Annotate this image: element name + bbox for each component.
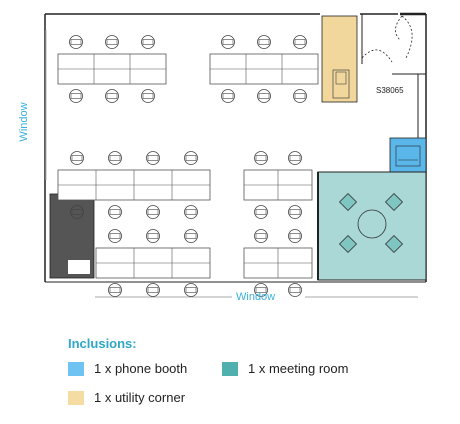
chair <box>141 89 155 103</box>
chair <box>257 89 271 103</box>
chair <box>221 35 235 49</box>
meeting-table <box>357 209 387 239</box>
meeting-room <box>317 171 427 281</box>
chair <box>288 283 302 297</box>
chair <box>257 35 271 49</box>
chair <box>105 89 119 103</box>
chair <box>70 205 84 219</box>
chair <box>69 35 83 49</box>
legend-swatch-meeting-room <box>222 361 238 376</box>
legend-swatch-phone-booth <box>68 361 84 376</box>
chair <box>69 89 83 103</box>
chair <box>184 151 198 165</box>
chair <box>70 151 84 165</box>
window-label-bottom: Window <box>236 291 276 303</box>
chair <box>184 283 198 297</box>
desk-clusters <box>57 35 319 297</box>
chair <box>254 151 268 165</box>
legend-label-utility-corner: 1 x utility corner <box>94 390 186 405</box>
window-label-left: Window <box>18 102 30 142</box>
utility-corner <box>321 15 358 103</box>
legend-swatch-utility-corner <box>68 390 84 405</box>
chair <box>141 35 155 49</box>
chair <box>288 205 302 219</box>
chair <box>254 205 268 219</box>
window-markers <box>45 30 418 298</box>
chair <box>108 229 122 243</box>
chair <box>108 283 122 297</box>
chair <box>288 229 302 243</box>
chair <box>146 205 160 219</box>
legend-title: Inclusions: <box>68 336 137 351</box>
legend-item-meeting-room: 1 x meeting room <box>222 361 348 376</box>
room-code-label: S38065 <box>376 86 404 95</box>
legend-label-phone-booth: 1 x phone booth <box>94 361 188 376</box>
phone-booth <box>389 137 427 173</box>
meeting-chairs <box>338 192 404 254</box>
chair <box>108 151 122 165</box>
chair <box>221 89 235 103</box>
chair <box>293 89 307 103</box>
chair <box>146 151 160 165</box>
chair <box>184 205 198 219</box>
chair <box>184 229 198 243</box>
chair <box>108 205 122 219</box>
legend-item-phone-booth: 1 x phone booth <box>68 361 187 376</box>
chair <box>146 229 160 243</box>
floor-plan <box>44 12 427 298</box>
chair <box>288 151 302 165</box>
chair <box>105 35 119 49</box>
chair <box>254 229 268 243</box>
chair <box>146 283 160 297</box>
storage-block <box>49 193 95 279</box>
chair <box>293 35 307 49</box>
chair <box>254 283 268 297</box>
legend-label-meeting-room: 1 x meeting room <box>248 361 349 376</box>
legend-item-utility-corner: 1 x utility corner <box>68 390 185 405</box>
